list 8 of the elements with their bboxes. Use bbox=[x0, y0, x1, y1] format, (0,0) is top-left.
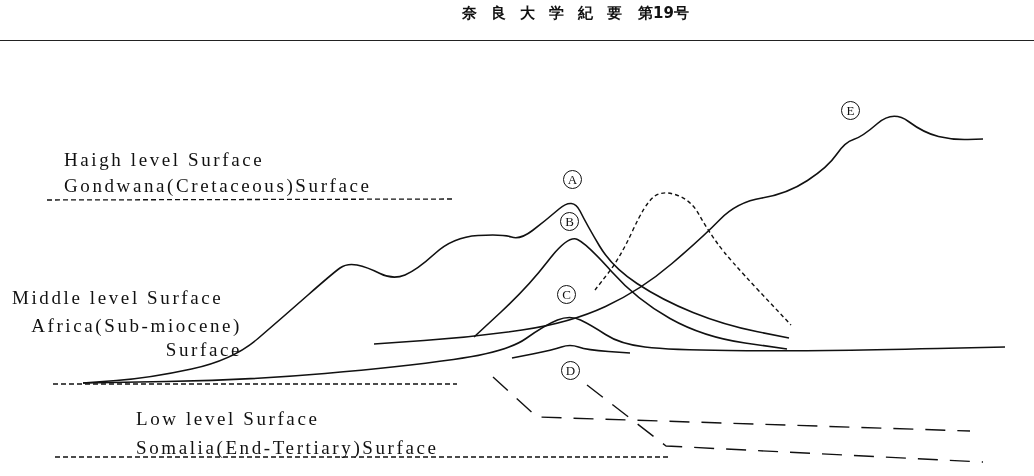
surface-label: Gondwana(Cretaceous)Surface bbox=[64, 174, 372, 198]
surface-label: Middle level Surface bbox=[12, 286, 224, 310]
surface-label: Somalia(End-Tertiary)Surface bbox=[136, 436, 439, 460]
surface-label: Low level Surface bbox=[136, 407, 320, 431]
surface-label: Africa(Sub-miocene) Surface bbox=[30, 314, 242, 362]
journal-header: 奈良大学紀要 bbox=[462, 4, 636, 23]
journal-header: 第19号 bbox=[638, 4, 689, 23]
surface-label: Haigh level Surface bbox=[64, 148, 265, 172]
